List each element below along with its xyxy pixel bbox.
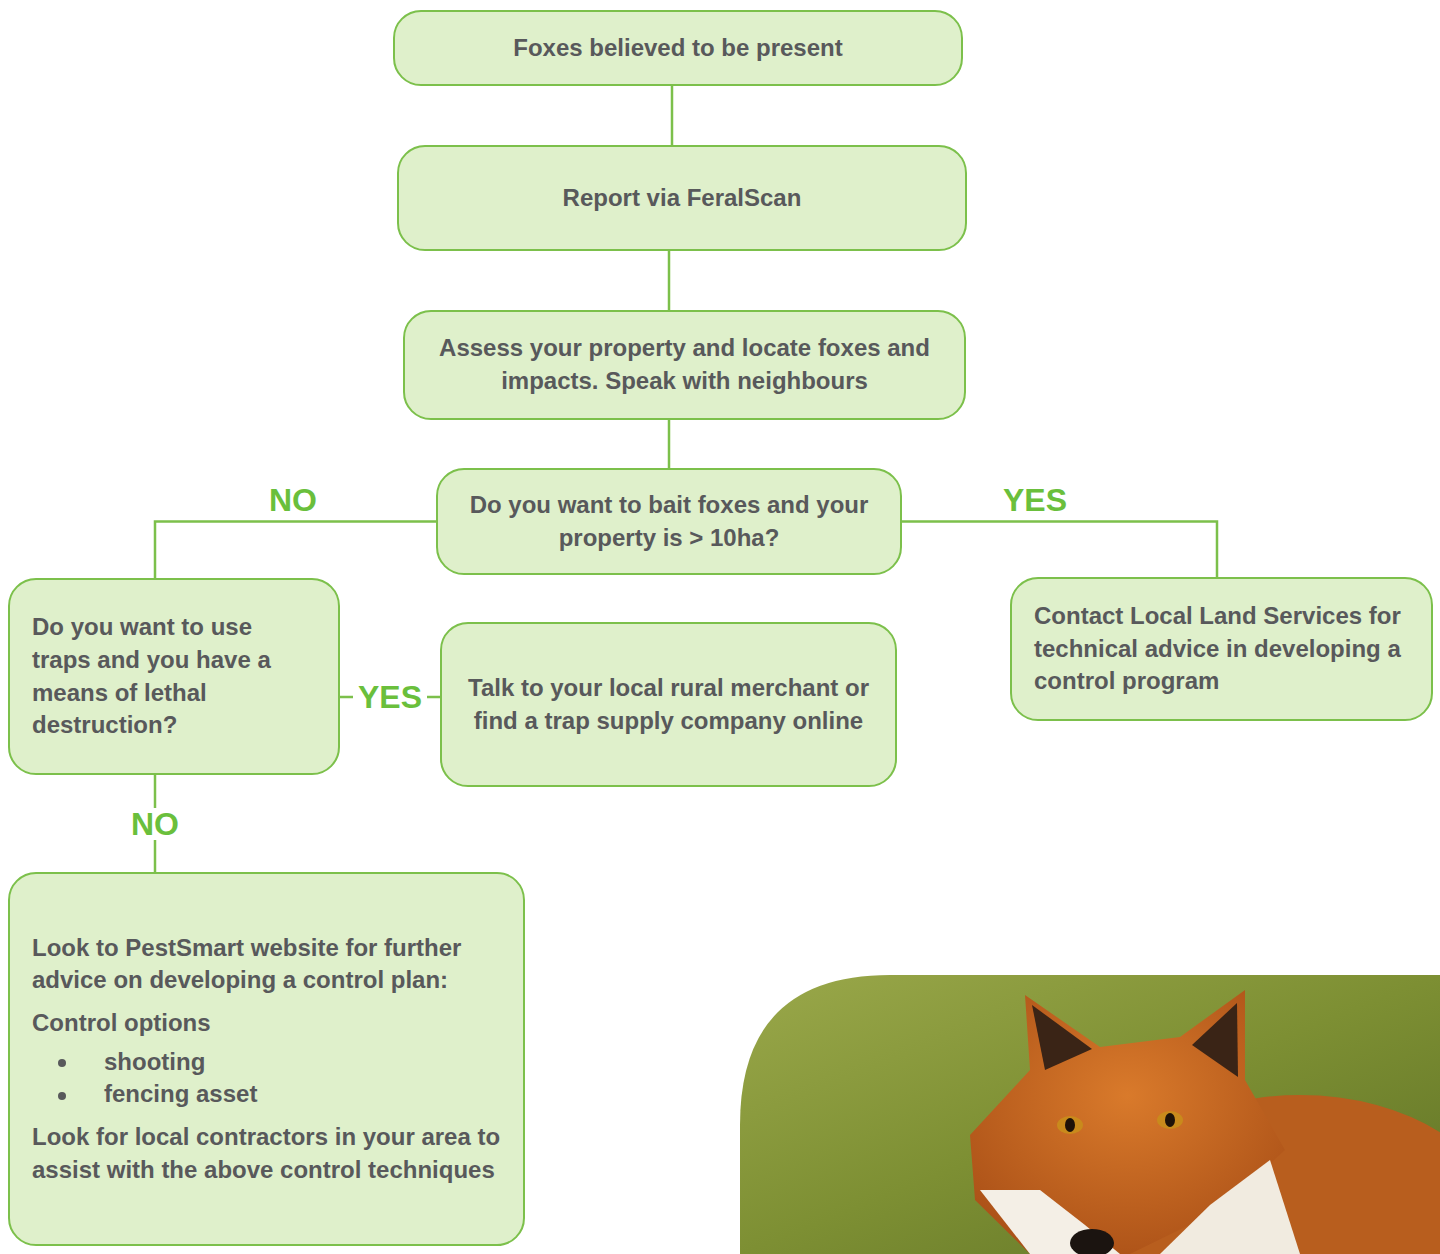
decision-box: Do you want to use traps and you have a … <box>8 578 340 775</box>
process-box: Look to PestSmart website for further ad… <box>8 872 525 1246</box>
edge-label: YES <box>353 681 427 713</box>
decision-box: Do you want to bait foxes and your prope… <box>436 468 902 575</box>
edge-label: NO <box>126 808 184 840</box>
edge-label: NO <box>264 484 322 516</box>
box-text: Report via FeralScan <box>429 182 935 215</box>
fox-photo <box>740 975 1440 1254</box>
box-text: Foxes believed to be present <box>425 32 931 65</box>
connector-line <box>668 251 671 310</box>
box-text: Talk to your local rural merchant or fin… <box>468 672 869 737</box>
connector-line <box>155 522 436 579</box>
process-box: Assess your property and locate foxes an… <box>403 310 966 420</box>
process-box: Talk to your local rural merchant or fin… <box>440 622 897 787</box>
box-text: Contact Local Land Services for technica… <box>1034 600 1409 698</box>
box-text: Do you want to bait foxes and your prope… <box>466 489 872 554</box>
edge-label: YES <box>998 484 1072 516</box>
box-text: Look for local contractors in your area … <box>32 1121 501 1186</box>
connector-line <box>671 86 674 145</box>
process-box: Report via FeralScan <box>397 145 967 251</box>
box-text: Assess your property and locate foxes an… <box>435 332 934 397</box>
connector-line <box>902 522 1217 578</box>
bullet-item: fencing asset <box>32 1078 501 1111</box>
box-text: Do you want to use traps and you have a … <box>32 611 316 742</box>
bullet-item: shooting <box>32 1046 501 1079</box>
process-box: Foxes believed to be present <box>393 10 963 86</box>
process-box: Contact Local Land Services for technica… <box>1010 577 1433 721</box>
connector-line <box>668 420 671 468</box>
box-text: Control options <box>32 1007 501 1040</box>
box-text: Look to PestSmart website for further ad… <box>32 932 501 997</box>
